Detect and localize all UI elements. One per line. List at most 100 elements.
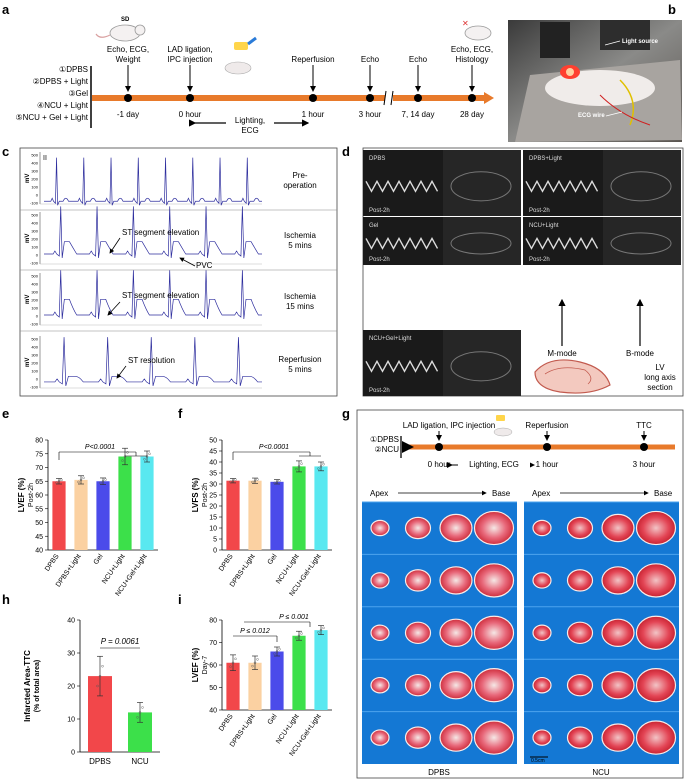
data-point — [322, 626, 325, 630]
ecg-wire-label: ECG wire — [578, 113, 605, 119]
ttc-dot — [543, 443, 551, 451]
lead-label: II — [43, 155, 47, 162]
heart-slice — [601, 671, 635, 700]
ecg-unit: mV — [25, 295, 31, 304]
data-point — [317, 467, 320, 470]
event-label: Echo — [361, 55, 380, 64]
data-point — [101, 665, 104, 668]
mmode-wave — [365, 359, 439, 373]
bar — [314, 630, 328, 710]
ecg-annotation: PVC — [196, 261, 213, 270]
data-point — [77, 480, 80, 484]
data-point — [229, 480, 232, 483]
data-point — [82, 476, 85, 480]
data-point — [98, 674, 102, 678]
data-point — [278, 648, 281, 651]
lv-outline — [610, 232, 672, 255]
y-tick-label: 70 — [35, 465, 43, 472]
ecg-row-label: Ischemia — [284, 231, 317, 240]
ecg-unit: mV — [25, 234, 31, 243]
group-label: ③Gel — [68, 89, 88, 98]
ecg-tick: 200 — [31, 361, 38, 366]
bar — [270, 481, 284, 550]
bar — [314, 466, 328, 550]
panel-label-a: a — [2, 2, 10, 17]
bar — [226, 480, 240, 550]
timepoint-label: 3 hour — [359, 110, 382, 119]
data-point — [273, 481, 276, 485]
y-axis-label-2: Post-2h — [28, 483, 35, 507]
group-label: ②DPBS + Light — [33, 77, 89, 86]
light-icon — [496, 415, 505, 421]
timepoint-dot — [186, 94, 194, 102]
light-source-label: Light source — [622, 39, 659, 45]
lighting-label-1: Lighting, — [235, 116, 265, 125]
bar — [118, 456, 132, 550]
data-point — [234, 478, 237, 481]
echo-post-label: Post-2h — [369, 388, 390, 394]
label-bg — [458, 459, 530, 469]
ecg-tick: -100 — [30, 261, 39, 266]
section-label: LV — [655, 363, 665, 372]
data-point — [101, 480, 105, 483]
group-label: ④NCU + Light — [37, 101, 89, 110]
panel-label-f: f — [178, 406, 183, 421]
heart-slice — [635, 615, 677, 650]
data-point — [256, 658, 259, 661]
ecg-row-label: 5 mins — [288, 365, 312, 374]
y-tick-label: 80 — [35, 438, 43, 445]
heart-slice — [601, 618, 635, 648]
ttc-lighting-label: Lighting, ECG — [469, 460, 519, 469]
heart-slice — [473, 720, 515, 755]
bar — [96, 481, 110, 550]
echo-group-label: DPBS+Light — [529, 156, 562, 162]
category-label: DPBS — [218, 713, 235, 733]
lighting-icon — [224, 36, 257, 75]
data-point — [148, 452, 151, 455]
data-point — [229, 665, 232, 668]
y-axis-label: LVFS (%) — [191, 477, 200, 512]
heart-slice — [473, 510, 515, 546]
y-tick-label: 55 — [35, 506, 43, 513]
section-label: long axis — [644, 373, 676, 382]
ecg-tick: 300 — [31, 169, 38, 174]
timeline-arrowhead — [484, 92, 494, 104]
event-label: Echo, ECG, — [107, 45, 149, 54]
ecg-tick: 100 — [31, 306, 38, 311]
section-label: section — [647, 383, 672, 392]
ttc-time-label: 3 hour — [633, 460, 656, 469]
heart-slice — [635, 720, 677, 755]
heart-slice — [439, 671, 473, 700]
y-tick-label: 40 — [209, 708, 217, 715]
data-point — [275, 480, 279, 483]
echo-group-label: NCU+Gel+Light — [369, 336, 412, 342]
ecg-annotation: ST segment elevation — [122, 291, 199, 300]
bmode-image — [443, 330, 521, 396]
lv-outline — [450, 351, 512, 382]
bar — [248, 662, 262, 710]
heart-slice — [473, 668, 515, 703]
data-point — [136, 716, 139, 719]
bar — [292, 466, 306, 550]
heart-slice — [566, 621, 594, 645]
bar — [226, 662, 240, 710]
heart-slice — [473, 615, 515, 650]
heart-slice — [439, 513, 473, 543]
p-value: P = 0.0061 — [101, 637, 140, 646]
ecg-trace — [44, 206, 262, 259]
rat-icon — [493, 427, 513, 437]
data-point — [278, 479, 281, 482]
y-tick-label: 60 — [35, 493, 43, 500]
data-point — [319, 628, 323, 632]
ttc-event-label: LAD ligation, IPC injection — [403, 421, 496, 430]
timepoint-dot — [414, 94, 422, 102]
data-point — [60, 478, 63, 482]
data-point — [143, 458, 146, 461]
heart-slice — [566, 673, 594, 697]
heart-diagram — [544, 367, 592, 385]
